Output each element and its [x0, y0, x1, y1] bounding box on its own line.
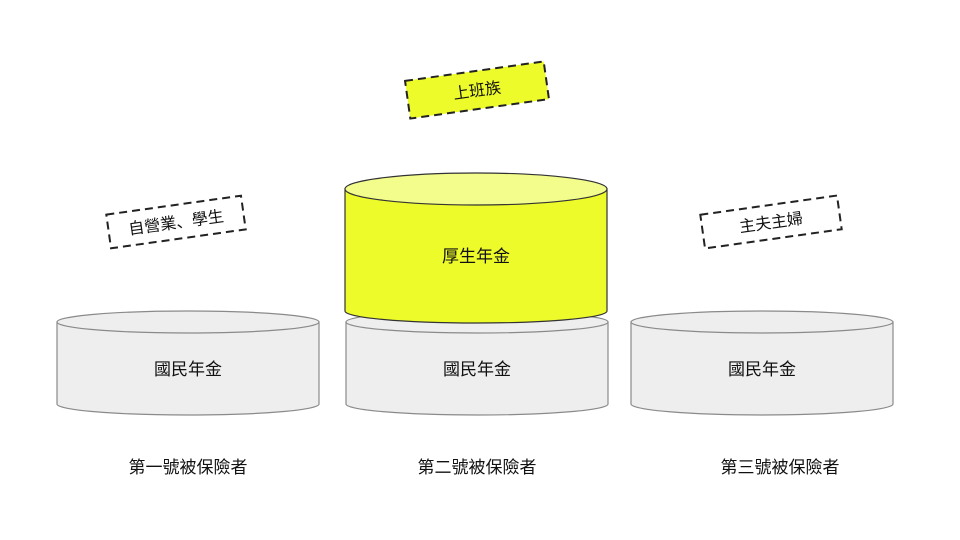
cylinder-label: 厚生年金	[442, 247, 510, 267]
tag-self-employed-student: 自營業、學生	[105, 194, 247, 250]
cylinder-employee-pension: 厚生年金	[344, 172, 608, 324]
cylinder-national-pension-1: 國民年金	[56, 310, 320, 416]
group-label-second: 第二號被保險者	[418, 458, 537, 478]
cylinder-label: 國民年金	[443, 360, 511, 380]
group-label-first: 第一號被保險者	[129, 458, 248, 478]
cylinder-national-pension-3: 國民年金	[630, 310, 894, 416]
tag-office-worker: 上班族	[403, 60, 551, 120]
cylinder-label: 國民年金	[154, 360, 222, 380]
cylinder-national-pension-2: 國民年金	[345, 310, 609, 416]
cylinder-label: 國民年金	[728, 360, 796, 380]
group-label-third: 第三號被保險者	[721, 458, 840, 478]
tag-homemaker: 主夫主婦	[699, 194, 843, 250]
